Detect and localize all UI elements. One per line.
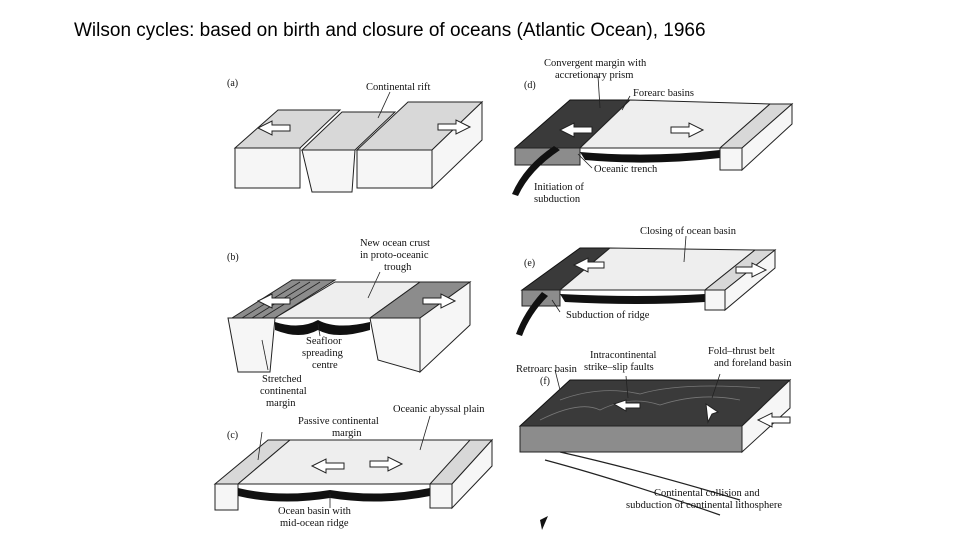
panel-e: (e) Closing of ocean basin Subduction of… <box>516 226 777 336</box>
leader-convergent-margin <box>597 75 601 109</box>
subducting-slab-e <box>516 292 548 336</box>
spreading-arrow-left-c <box>310 458 345 474</box>
divergence-arrow-right <box>437 119 472 135</box>
fold-thrust-arrow <box>705 402 720 424</box>
label-intracontinental: Intracontinental <box>590 350 657 361</box>
label-oceanic-trench: Oceanic trench <box>594 164 658 175</box>
continent-margin-e-side <box>724 248 776 312</box>
label-accretionary-prism: accretionary prism <box>555 70 633 81</box>
label-subduction: subduction <box>534 194 581 205</box>
tilted-blocks-right-front <box>369 317 421 373</box>
label-convergent-margin: Convergent margin with <box>544 58 647 69</box>
continent-block-right-side <box>431 100 483 190</box>
panel-a: (a) Continental rift <box>227 78 484 193</box>
label-new-ocean-crust-1: New ocean crust <box>360 238 430 249</box>
plate-arrow-e-left <box>572 257 605 273</box>
label-fold-thrust-belt: Fold–thrust belt <box>708 346 775 357</box>
subducted-lithosphere-curve <box>559 451 741 501</box>
passive-margin-right-front <box>429 483 453 509</box>
label-centre: centre <box>312 360 338 371</box>
panel-f-letter: (f) <box>540 376 550 387</box>
panel-c: (c) Passive continental margin Oceanic a… <box>213 404 494 529</box>
panel-e-letter: (e) <box>524 258 535 269</box>
continent-margin-e-front <box>704 289 726 311</box>
spreading-arrow-right <box>422 293 457 309</box>
label-continental-collision: Continental collision and <box>654 488 760 499</box>
label-strike-slip: strike–slip faults <box>584 362 654 373</box>
label-margin: margin <box>266 398 296 409</box>
panel-c-letter: (c) <box>227 430 238 441</box>
collision-zone-front <box>519 425 743 453</box>
new-ocean-crust <box>275 320 370 335</box>
continent-margin-d-side <box>741 102 793 172</box>
label-continental-rift: Continental rift <box>366 82 431 93</box>
label-retroarc-basin: Retroarc basin <box>516 364 578 375</box>
label-closing-ocean: Closing of ocean basin <box>640 226 737 237</box>
label-new-ocean-crust-3: trough <box>384 262 412 273</box>
leader-oceanic-trench <box>577 153 593 169</box>
spreading-arrow-right-c <box>369 456 404 472</box>
label-seafloor: Seafloor <box>306 336 342 347</box>
leader-stretched-margin <box>261 339 269 371</box>
plate-arrow-d-right <box>670 122 705 138</box>
divergence-arrow-left <box>256 120 291 136</box>
panel-b-letter: (b) <box>227 252 239 263</box>
rift-block-front <box>301 149 356 193</box>
label-mid-ocean-ridge: mid-ocean ridge <box>280 518 349 529</box>
oceanic-plate <box>580 150 720 163</box>
convergence-arrow-f <box>756 412 791 428</box>
leader-abyssal-plain <box>419 415 431 451</box>
label-continental: continental <box>260 386 307 397</box>
panel-d: (d) Convergent margin with accretionary … <box>512 58 794 205</box>
leader-spreading-centre <box>317 323 321 337</box>
label-abyssal-plain: Oceanic abyssal plain <box>393 404 485 415</box>
label-foreland-basin: and foreland basin <box>714 358 792 369</box>
plate-arrow-e-right <box>735 262 768 278</box>
leader-continental-rift <box>377 91 391 119</box>
plate-arrow-d-left <box>558 122 593 138</box>
label-subduction-continental: subduction of continental lithosphere <box>626 500 782 511</box>
continent-margin-d-front <box>719 147 743 171</box>
label-initiation-of: Initiation of <box>534 182 584 193</box>
label-passive-margin: margin <box>332 428 362 439</box>
label-spreading: spreading <box>302 348 344 359</box>
leader-new-ocean-crust <box>367 271 381 299</box>
leader-closing-ocean <box>683 235 687 263</box>
label-subduction-ridge: Subduction of ridge <box>566 310 650 321</box>
leader-fold-thrust <box>711 373 721 399</box>
subducted-lithosphere-curve-lower <box>544 459 721 516</box>
continent-block-right-front <box>356 149 433 189</box>
ocean-basin-crust <box>238 488 430 502</box>
passive-margin-left-front <box>214 483 239 511</box>
leader-subduction-ridge <box>551 299 561 313</box>
strike-slip-arrow <box>612 399 641 412</box>
label-ocean-basin-with: Ocean basin with <box>278 506 352 517</box>
subduction-arrow-tip <box>540 516 548 530</box>
continent-block-left-front <box>234 147 301 189</box>
tilted-blocks-left-front <box>227 317 276 373</box>
spreading-arrow-left <box>256 293 291 309</box>
slide-title: Wilson cycles: based on birth and closur… <box>74 20 706 41</box>
leader-passive-margin <box>257 431 263 461</box>
panel-f: (f) Retroarc basin Intracontinental stri… <box>516 346 792 530</box>
leader-retroarc-basin <box>554 369 561 391</box>
leader-strike-slip <box>625 375 629 399</box>
label-forearc-basins: Forearc basins <box>633 88 694 99</box>
label-passive-continental: Passive continental <box>298 416 379 427</box>
label-new-ocean-crust-2: in proto-oceanic <box>360 250 429 261</box>
subducting-slab-d <box>512 146 560 196</box>
panel-b: (b) New ocean crust in proto-oceanic tro… <box>227 238 472 409</box>
label-stretched: Stretched <box>262 374 302 385</box>
panel-d-letter: (d) <box>524 80 536 91</box>
leader-forearc-basins <box>621 95 631 111</box>
passive-margin-right-side <box>451 438 493 510</box>
closing-ocean-crust <box>560 294 705 304</box>
tilted-blocks-right-side <box>419 281 471 374</box>
panel-a-letter: (a) <box>227 78 238 89</box>
